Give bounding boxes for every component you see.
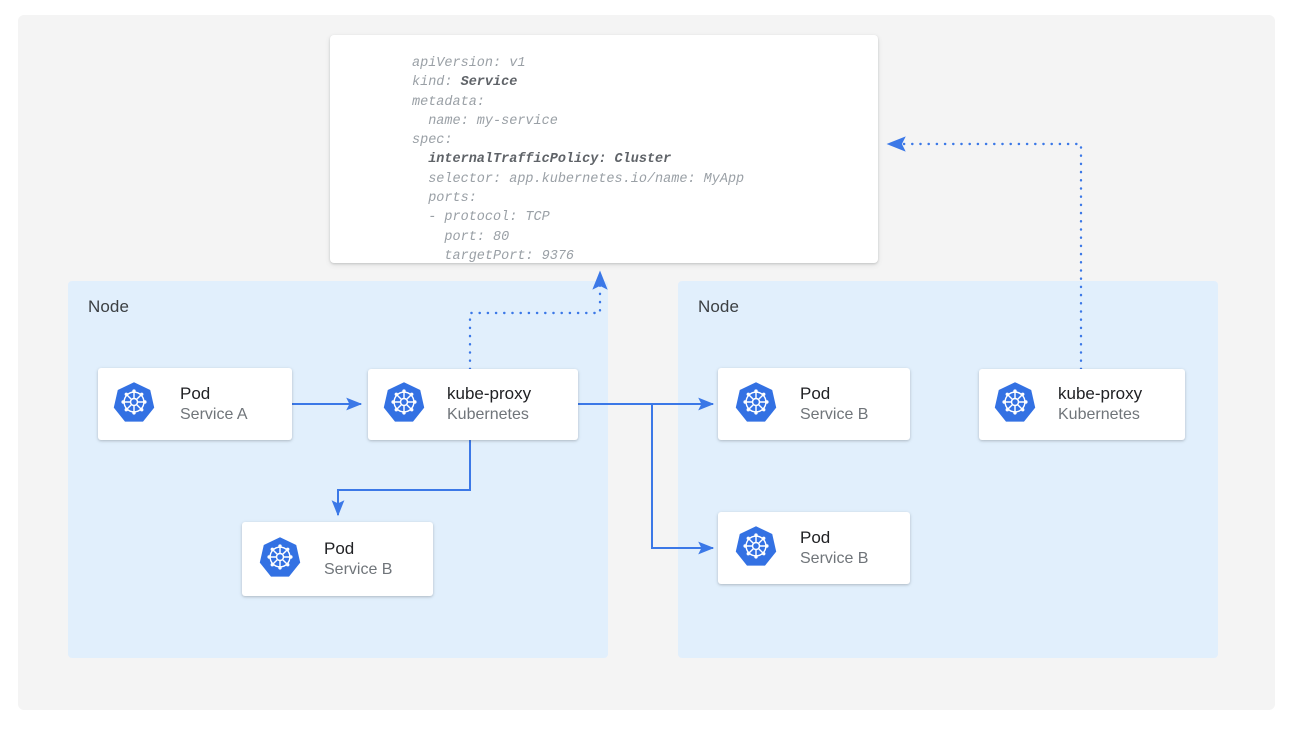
card-subtitle: Service B <box>324 560 392 580</box>
card-subtitle: Service A <box>180 405 248 425</box>
manifest-line: metadata: <box>412 93 744 112</box>
manifest-line: spec: <box>412 131 744 150</box>
kubernetes-logo-icon <box>112 380 156 429</box>
manifest-line: - protocol: TCP <box>412 208 744 227</box>
kubernetes-logo-icon <box>993 380 1037 429</box>
node-box-right <box>678 281 1218 658</box>
service-manifest-card: apiVersion: v1kind: Servicemetadata: nam… <box>330 35 878 263</box>
node-label-left: Node <box>88 297 129 317</box>
node-label-right: Node <box>698 297 739 317</box>
manifest-line: selector: app.kubernetes.io/name: MyApp <box>412 170 744 189</box>
kubernetes-logo-icon <box>734 524 778 573</box>
card-title: Pod <box>180 383 248 405</box>
kubernetes-logo-icon <box>382 380 426 429</box>
card-title: Pod <box>324 538 392 560</box>
manifest-line: name: my-service <box>412 112 744 131</box>
kubernetes-logo-icon <box>258 535 302 584</box>
card-kube-proxy-right[interactable]: kube-proxy Kubernetes <box>979 369 1185 440</box>
card-title: kube-proxy <box>447 383 531 405</box>
card-subtitle: Service B <box>800 405 868 425</box>
card-subtitle: Kubernetes <box>1058 405 1142 425</box>
card-title: kube-proxy <box>1058 383 1142 405</box>
card-pod-service-b-local[interactable]: Pod Service B <box>242 522 433 596</box>
manifest-code: apiVersion: v1kind: Servicemetadata: nam… <box>412 54 744 263</box>
manifest-line: kind: Service <box>412 73 744 92</box>
manifest-line: ports: <box>412 189 744 208</box>
card-pod-service-b-remote-bottom[interactable]: Pod Service B <box>718 512 910 584</box>
card-kube-proxy-left[interactable]: kube-proxy Kubernetes <box>368 369 578 440</box>
card-pod-service-a[interactable]: Pod Service A <box>98 368 292 440</box>
manifest-line: targetPort: 9376 <box>412 247 744 263</box>
manifest-line: apiVersion: v1 <box>412 54 744 73</box>
node-box-left <box>68 281 608 658</box>
manifest-line: port: 80 <box>412 228 744 247</box>
card-subtitle: Service B <box>800 549 868 569</box>
kubernetes-logo-icon <box>734 380 778 429</box>
card-title: Pod <box>800 383 868 405</box>
card-pod-service-b-remote-top[interactable]: Pod Service B <box>718 368 910 440</box>
card-subtitle: Kubernetes <box>447 405 531 425</box>
manifest-line: internalTrafficPolicy: Cluster <box>412 150 744 169</box>
card-title: Pod <box>800 527 868 549</box>
